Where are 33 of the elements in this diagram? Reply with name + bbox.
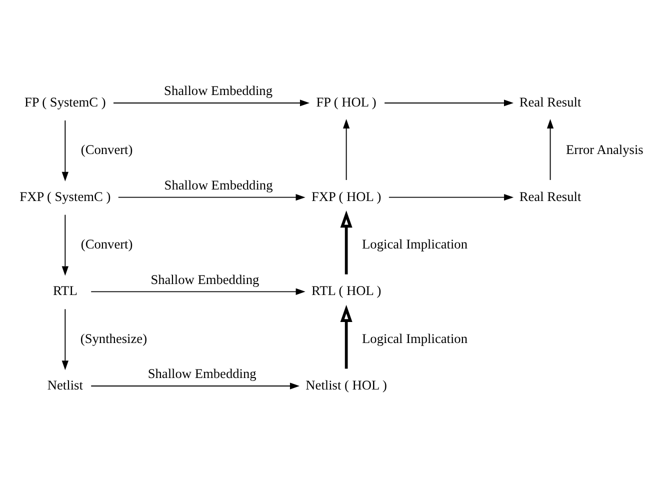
arrow xyxy=(340,210,352,274)
node-text: FP ( HOL ) xyxy=(316,94,376,110)
arrow xyxy=(388,194,514,201)
edge-label: Shallow Embedding xyxy=(150,272,260,287)
node-text: FP ( SystemC ) xyxy=(24,94,106,110)
node-text: RTL xyxy=(52,283,78,298)
edge-label: (Convert) xyxy=(80,142,133,158)
arrow xyxy=(113,100,310,106)
node-text: RTL ( HOL ) xyxy=(311,283,382,298)
edge-label: Shallow Embedding xyxy=(148,366,256,382)
edge-label: Shallow Embedding xyxy=(164,83,273,98)
arrow xyxy=(62,308,68,370)
edge-label: (Convert) xyxy=(80,236,133,252)
arrow xyxy=(342,119,350,180)
arrow xyxy=(62,120,68,182)
edge-label: (Synthesize) xyxy=(80,330,148,346)
edge-label: Logical Implication xyxy=(362,236,468,252)
arrow xyxy=(62,214,68,276)
node-text: Real Result xyxy=(519,94,582,110)
arrow xyxy=(384,100,514,106)
node-text: FXP ( HOL ) xyxy=(311,188,382,204)
arrow xyxy=(546,119,554,180)
node-text: FXP ( SystemC ) xyxy=(20,188,111,204)
edge-label: Logical Implication xyxy=(362,330,468,346)
node-text: Netlist xyxy=(47,378,83,393)
node-text: Netlist ( HOL ) xyxy=(306,378,387,393)
node-text: Real Result xyxy=(519,188,582,204)
arrow xyxy=(90,288,306,296)
arrow xyxy=(90,382,300,390)
edge-label: Shallow Embedding xyxy=(164,177,273,192)
edge-label: Error Analysis xyxy=(566,142,644,158)
arrow xyxy=(118,194,306,201)
arrow xyxy=(340,304,352,369)
